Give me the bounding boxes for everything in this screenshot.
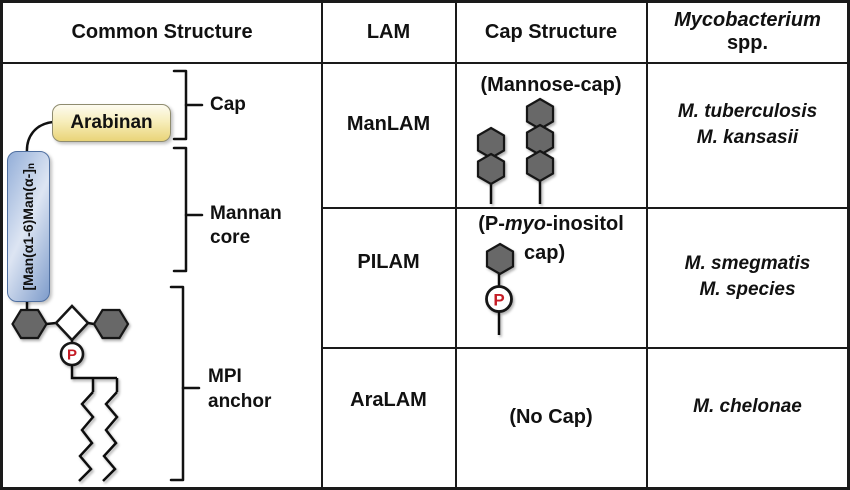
lam-type-aralam: AraLAM xyxy=(350,388,427,411)
species-list-aralam: M. chelonae xyxy=(647,347,848,487)
header-common-structure: Common Structure xyxy=(71,20,253,43)
column-divider-1 xyxy=(321,2,323,488)
mannan-repeat-subscript: n xyxy=(25,162,37,169)
species-list-pilam: M. smegmatis M. species xyxy=(647,207,848,347)
arabinan-label: Arabinan xyxy=(70,112,153,133)
mpi-anchor-bracket-label: MPI anchor xyxy=(208,364,271,414)
pi-cap-structure: P xyxy=(485,242,515,335)
phosphate-circle xyxy=(59,341,85,367)
phosphate-circle xyxy=(485,285,513,313)
lam-type-pilam: PILAM xyxy=(357,250,420,273)
mannan-core-line-1: Mannan xyxy=(210,203,282,224)
glycerol-backbone xyxy=(70,365,117,380)
mannan-repeat-label: [Man(α1-6)Man(α-]n xyxy=(20,162,37,291)
diamond-hexagon-link xyxy=(87,321,95,326)
mannose-unit xyxy=(525,149,555,183)
mpi-anchor-line-1: MPI xyxy=(208,366,242,387)
mannose-cap-structure xyxy=(476,97,555,204)
acyl-chain-zigzag-right xyxy=(102,391,119,482)
hexagon-diamond-link xyxy=(46,321,57,326)
mannose-cap-caption: (Mannose-cap) xyxy=(480,73,622,96)
pi-cap-post: -inositol xyxy=(546,212,624,235)
header-cap-structure: Cap Structure xyxy=(484,20,618,43)
mpi-anchor-bracket xyxy=(169,285,201,482)
species-list-manlam: M. tuberculosis M. kansasii xyxy=(647,62,848,207)
inositol-unit xyxy=(485,242,515,276)
mannose-hexagon-left xyxy=(11,308,48,340)
row-divider-1 xyxy=(321,207,848,209)
cap-bracket-label: Cap xyxy=(210,94,246,115)
mannose-unit xyxy=(476,152,506,186)
species-item: M. tuberculosis xyxy=(677,100,818,122)
cap-bracket xyxy=(172,69,204,141)
phosphate-symbol: P xyxy=(67,347,77,364)
mpi-anchor-structure: P xyxy=(11,296,130,482)
lam-type-manlam: ManLAM xyxy=(346,112,431,135)
header-mycobacterium-spp: Mycobacterium spp. xyxy=(647,2,848,62)
mannose-unit xyxy=(525,97,555,131)
no-cap-caption: (No Cap) xyxy=(509,405,593,428)
mannan-core-bracket xyxy=(172,146,204,273)
header-lam: LAM xyxy=(366,20,411,43)
header-genus-line: Mycobacterium xyxy=(674,9,821,31)
arabinan-box: Arabinan xyxy=(52,104,171,142)
column-divider-2 xyxy=(455,2,457,488)
inositol-diamond xyxy=(54,304,90,342)
pi-cap-pre: (P- xyxy=(478,212,505,235)
mannan-core-box: [Man(α1-6)Man(α-]n xyxy=(7,151,50,302)
mannose-unit xyxy=(525,123,555,157)
phosphate-symbol: P xyxy=(493,291,504,310)
header-divider xyxy=(2,62,848,64)
column-divider-3 xyxy=(646,2,648,488)
pi-cap-caption-line-2: cap) xyxy=(524,242,566,264)
mpi-anchor-line-2: anchor xyxy=(208,391,272,412)
mannose-unit xyxy=(476,126,506,160)
row-divider-2 xyxy=(321,347,848,349)
mannan-core-bracket-label: Mannan core xyxy=(210,202,282,250)
acyl-chain-zigzag-left xyxy=(78,391,95,482)
species-item: M. species xyxy=(699,279,796,300)
pi-cap-caption-line-1: (P-myo-inositol xyxy=(456,211,646,237)
species-item: M. smegmatis xyxy=(684,253,811,274)
pi-cap-myo: myo xyxy=(504,212,547,235)
mannan-core-line-2: core xyxy=(210,227,251,248)
mannose-hexagon-right xyxy=(92,308,130,340)
species-item: M. chelonae xyxy=(693,396,802,417)
species-item: M. kansasii xyxy=(696,126,799,148)
header-spp-line: spp. xyxy=(726,32,769,54)
arabinan-mannan-connector-line xyxy=(25,120,54,154)
